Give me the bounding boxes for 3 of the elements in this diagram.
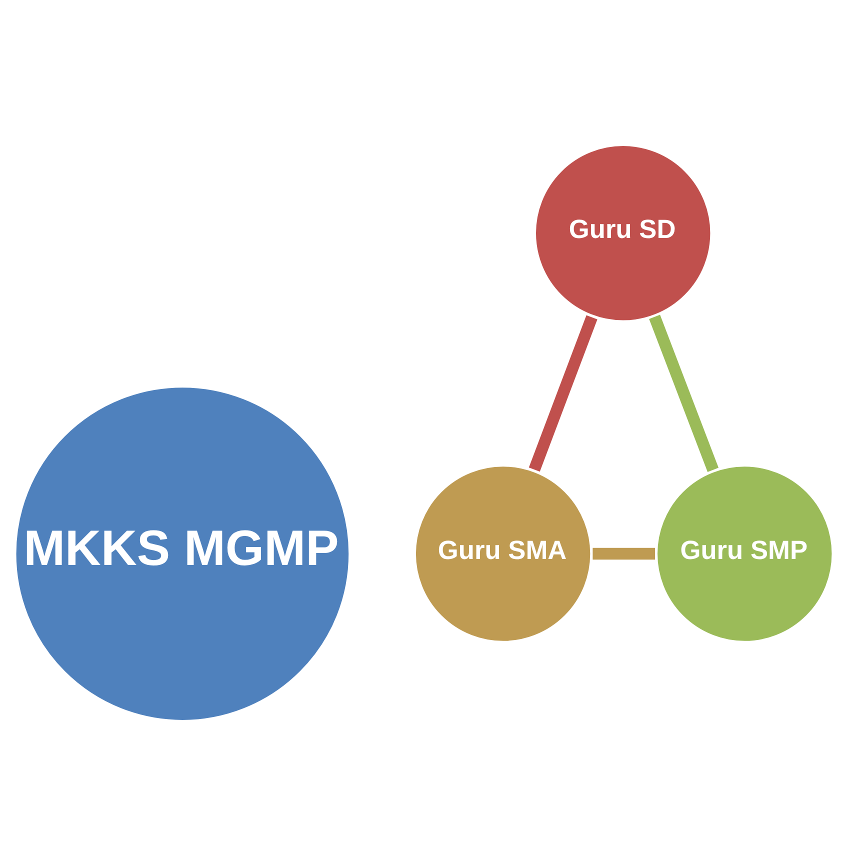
connector — [592, 548, 655, 560]
connector — [649, 314, 719, 472]
connector — [528, 315, 598, 472]
